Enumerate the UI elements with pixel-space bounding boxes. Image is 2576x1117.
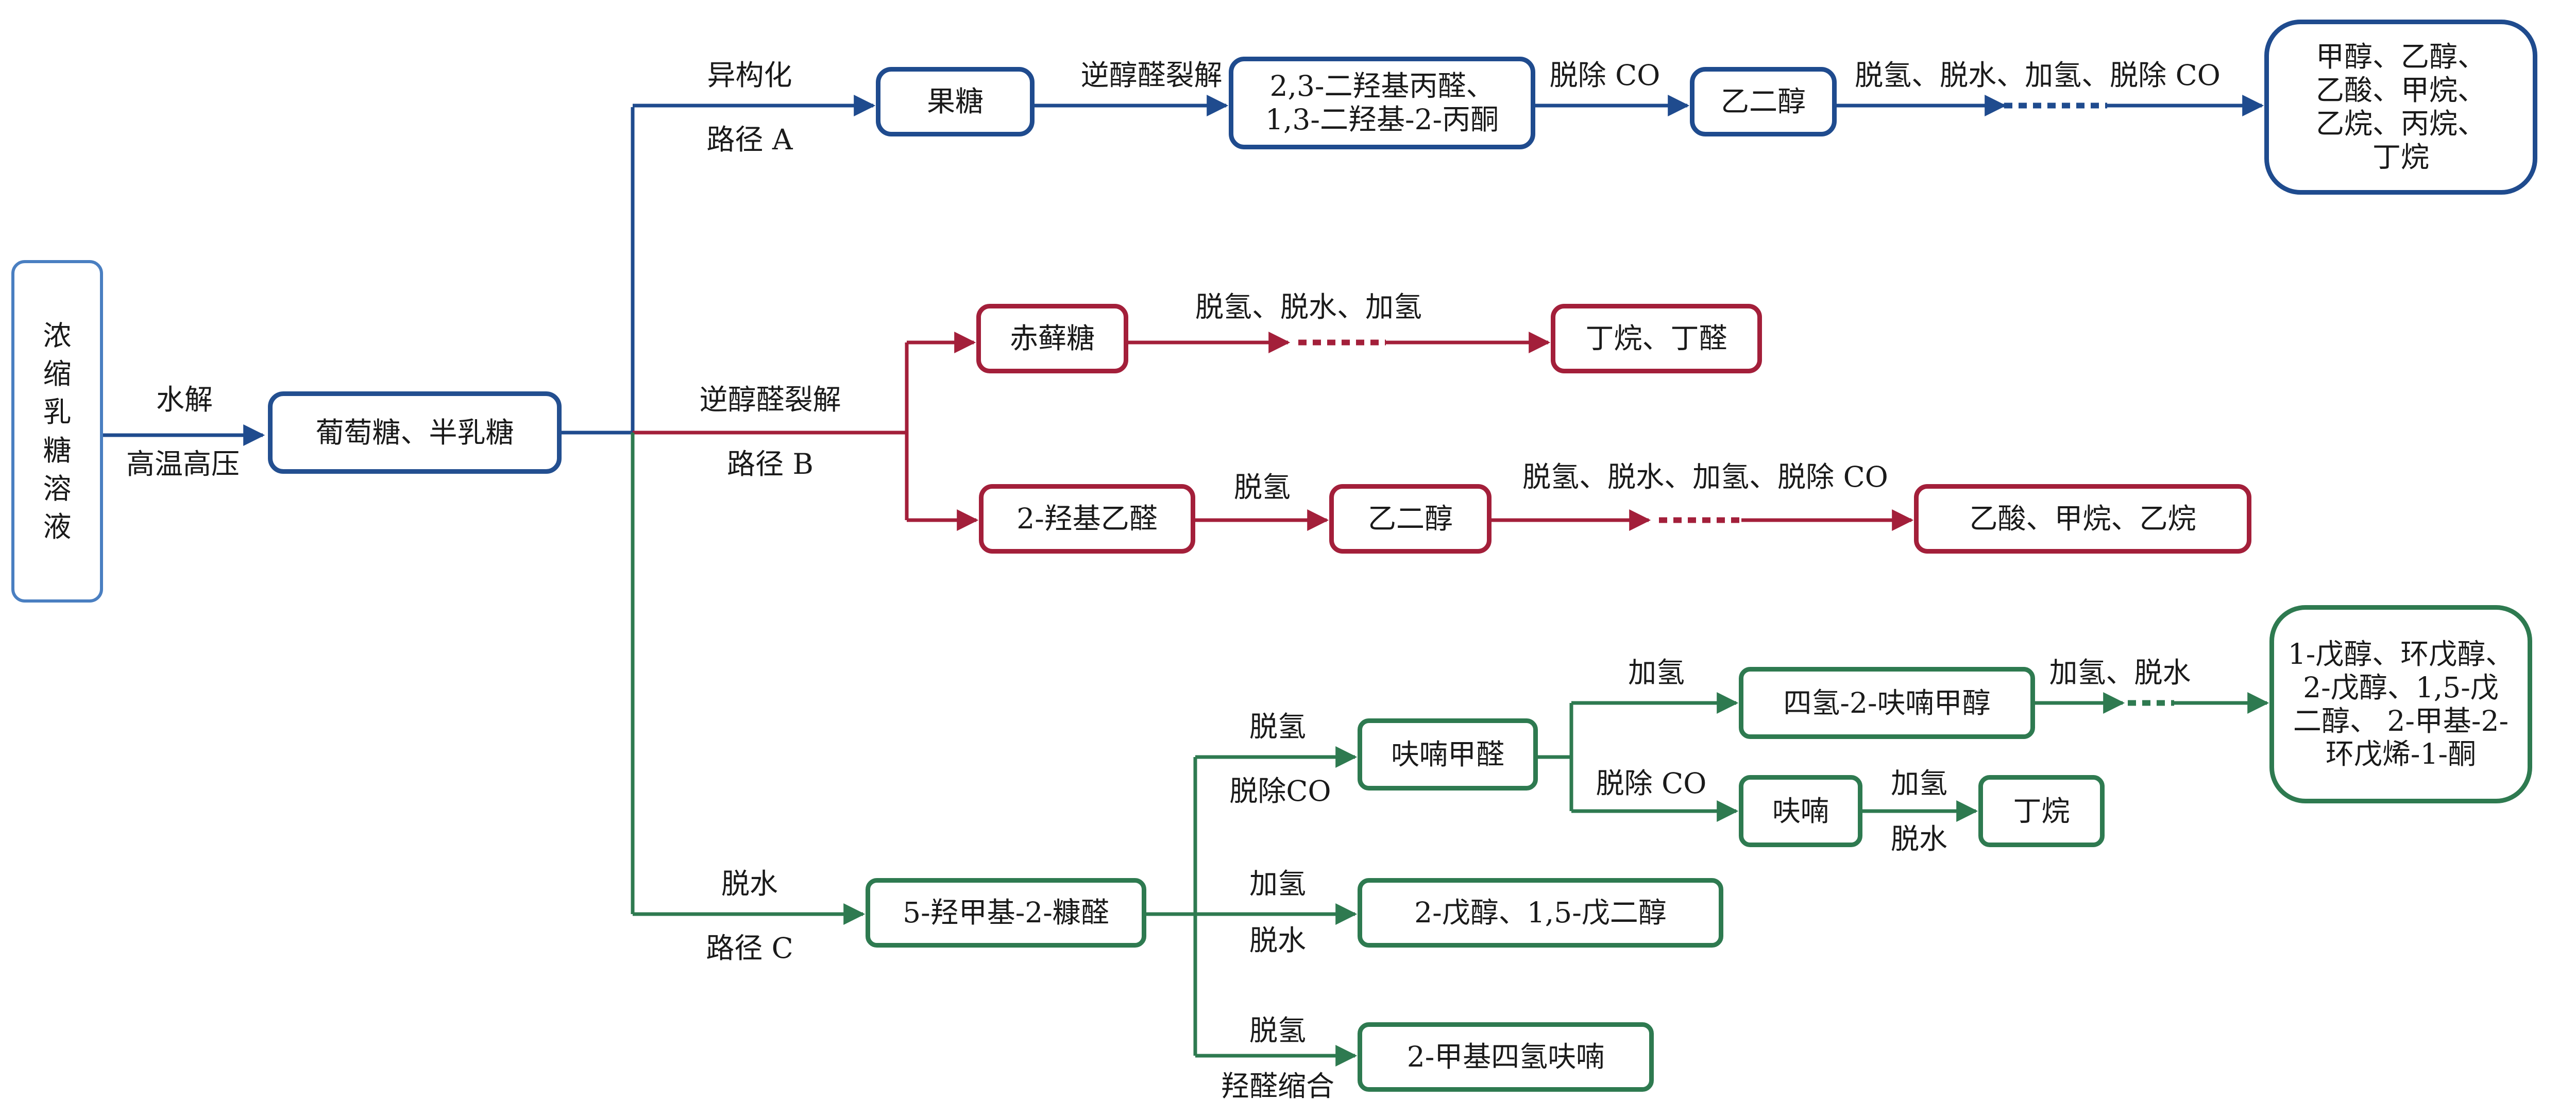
label-decarbonylation-c: 脱除CO [1229, 775, 1331, 807]
label-isomerization: 异构化 [707, 59, 792, 92]
node-methyltetrahydrofuran: 2-甲基四氢呋喃 [1358, 1022, 1654, 1092]
node-furfural: 呋喃甲醛 [1358, 718, 1538, 791]
label-steps-a: 脱氢、脱水、加氢、脱除 CO [1855, 59, 2221, 92]
label-dehydration-pent: 脱水 [1249, 924, 1306, 957]
label-dehydrogenation-mthf: 脱氢 [1249, 1014, 1306, 1047]
label-path-c: 路径 C [706, 932, 793, 965]
path-b-edges [905, 332, 1914, 531]
label-hydrogenation-pent: 加氢 [1249, 867, 1306, 900]
node-hmf: 5-羟甲基-2-糠醛 [866, 878, 1146, 948]
label-hydrogenation-thfa: 加氢 [1628, 656, 1685, 689]
label-decarbonylation-furan: 脱除 CO [1596, 767, 1707, 800]
label-path-b: 路径 B [727, 448, 814, 480]
node-butane-butanal: 丁烷、丁醛 [1551, 304, 1762, 373]
node-ethylene-glycol-b: 乙二醇 [1329, 484, 1492, 554]
edge-labels: 水解 高温高压 异构化 路径 A 逆醇醛裂解 脱除 CO 脱氢、脱水、加氢、脱除… [126, 59, 2221, 1103]
label-decarbonylation-a: 脱除 CO [1550, 59, 1660, 92]
node-products-a: 甲醇、乙醇、 乙酸、甲烷、 乙烷、丙烷、 丁烷 [2264, 20, 2537, 195]
edge-trunk [562, 107, 907, 914]
path-c-edges [633, 692, 2269, 1067]
node-ethylene-glycol-a: 乙二醇 [1690, 67, 1837, 136]
node-concentrated-lactose-solution: 浓 缩 乳 糖 溶 液 [11, 260, 103, 603]
node-glucose-galactose: 葡萄糖、半乳糖 [268, 391, 562, 474]
node-fructose: 果糖 [876, 67, 1035, 136]
label-hydrogenation-dehydration: 加氢、脱水 [2049, 656, 2191, 689]
node-erythrose: 赤藓糖 [976, 304, 1128, 373]
node-products-c1: 1-戊醇、环戊醇、 2-戊醇、1,5-戊 二醇、 2-甲基-2- 环戊烯-1-酮 [2269, 605, 2532, 803]
label-dehydration-c: 脱水 [721, 867, 778, 900]
label-aldol-condensation: 羟醛缩合 [1221, 1070, 1334, 1103]
label-steps-erythrose: 脱氢、脱水、加氢 [1195, 290, 1422, 323]
label-hydrolysis: 水解 [156, 383, 213, 416]
label-dehydrogenation-b: 脱氢 [1234, 471, 1291, 504]
label-path-a: 路径 A [706, 123, 793, 156]
label-retro-aldol-a: 逆醇醛裂解 [1080, 59, 1222, 92]
label-high-temp-pressure: 高温高压 [126, 448, 240, 480]
node-products-b: 乙酸、甲烷、乙烷 [1914, 484, 2251, 554]
node-butane-c: 丁烷 [1978, 775, 2105, 847]
node-pentanols: 2-戊醇、1,5-戊二醇 [1358, 878, 1723, 948]
label-dehydrogenation-c: 脱氢 [1249, 710, 1306, 743]
label-retro-aldol-b: 逆醇醛裂解 [699, 383, 841, 416]
node-furan: 呋喃 [1739, 775, 1862, 847]
node-triose: 2,3-二羟基丙醛、 1,3-二羟基-2-丙酮 [1229, 57, 1535, 149]
node-tetrahydrofurfuryl-alcohol: 四氢-2-呋喃甲醇 [1739, 667, 2035, 739]
label-steps-b: 脱氢、脱水、加氢、脱除 CO [1522, 460, 1888, 493]
node-glycolaldehyde: 2-羟基乙醛 [979, 484, 1195, 554]
label-dehydration-furan: 脱水 [1891, 822, 1947, 855]
label-hydrogenation-furan: 加氢 [1891, 767, 1947, 800]
